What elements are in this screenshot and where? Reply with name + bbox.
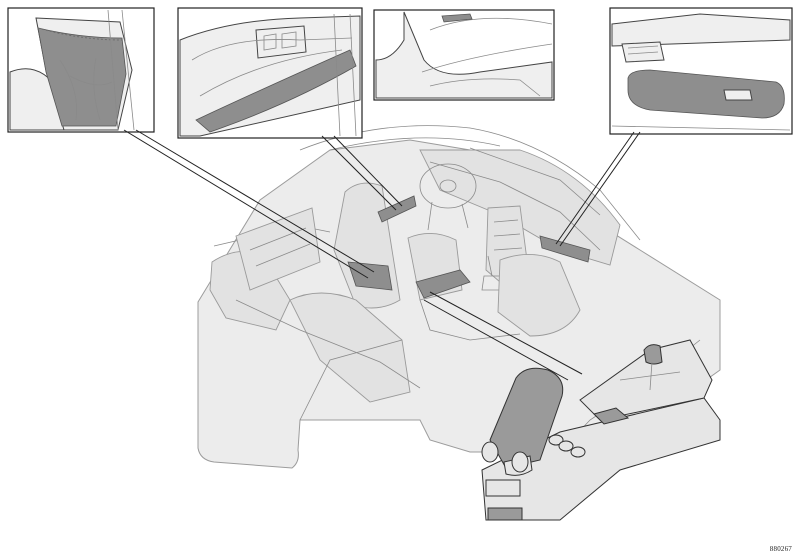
passenger-seat bbox=[497, 254, 581, 337]
armrest-icon bbox=[489, 367, 564, 469]
door-pocket-highlight bbox=[377, 195, 417, 223]
glovebox-highlight bbox=[539, 235, 591, 263]
rear-seat-right bbox=[289, 292, 411, 403]
inset-seat-back-pocket bbox=[7, 7, 155, 133]
leader-door-pocket bbox=[321, 135, 397, 211]
console-highlight bbox=[415, 269, 471, 299]
leader-console bbox=[429, 291, 583, 375]
door-pocket-icon bbox=[195, 49, 357, 133]
rear-door-panel bbox=[235, 207, 321, 291]
leader-seat-pocket bbox=[123, 129, 369, 279]
card-holder-icon bbox=[441, 13, 473, 23]
inset-card-holder bbox=[373, 9, 555, 101]
leader-lines bbox=[123, 129, 641, 381]
steering-wheel bbox=[419, 163, 477, 209]
inset-door-pocket bbox=[177, 7, 363, 139]
console-armrest-detail bbox=[481, 339, 721, 521]
seat-back-pocket-highlight bbox=[347, 261, 393, 291]
glovebox-icon bbox=[627, 69, 785, 119]
gear-knob bbox=[643, 344, 663, 365]
inset-glovebox bbox=[609, 7, 793, 135]
seat-pocket-icon bbox=[37, 27, 127, 127]
car-interior-illustration bbox=[197, 125, 721, 469]
figure-code: 880267 bbox=[769, 545, 792, 553]
leader-glovebox bbox=[555, 131, 635, 245]
